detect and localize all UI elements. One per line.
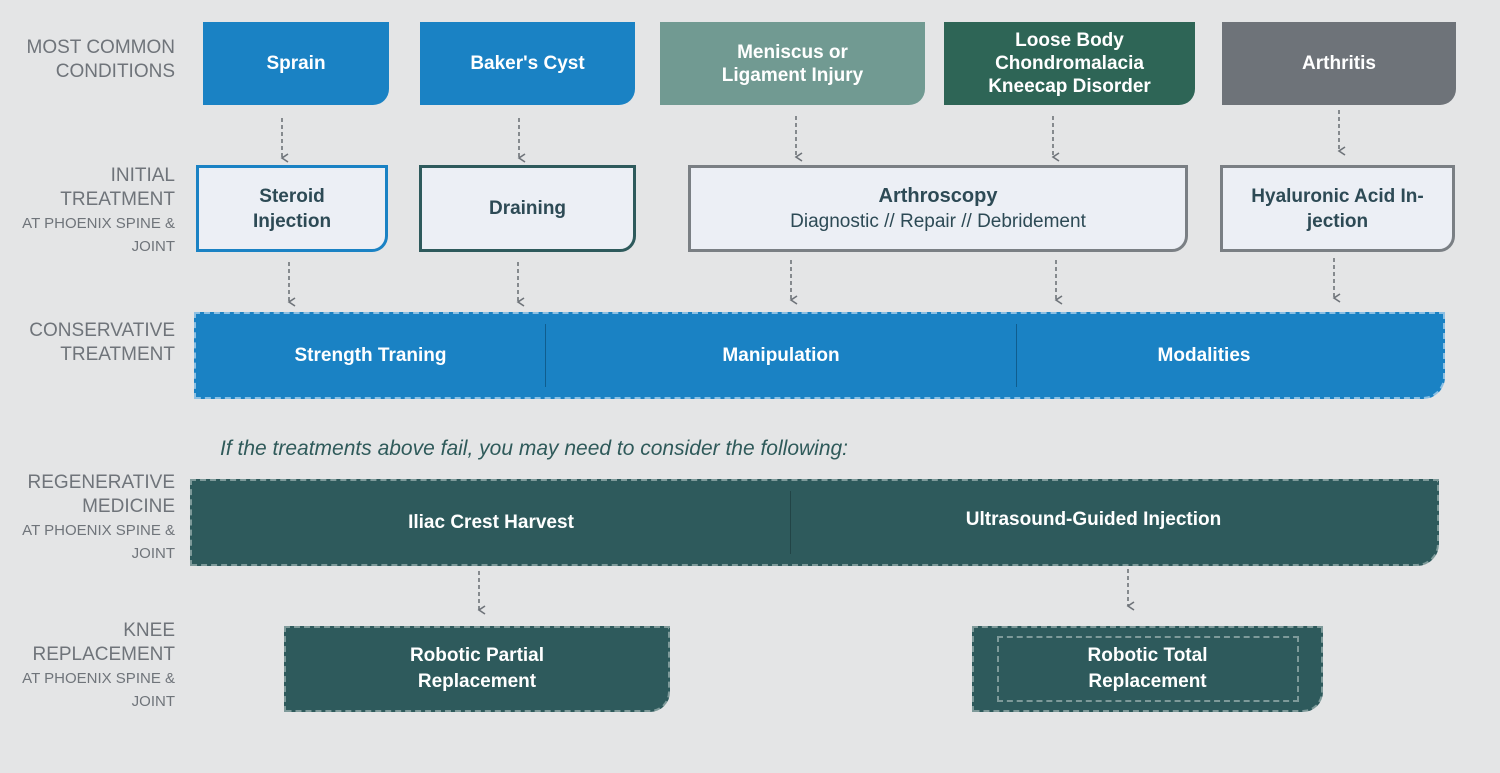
treatment-arthroscopy: Arthroscopy Diagnostic // Repair // Debr… <box>688 165 1188 252</box>
condition-label: Meniscus or Ligament Injury <box>721 41 864 86</box>
row-label-conditions: MOST COMMON CONDITIONS <box>27 36 175 84</box>
condition-label: Baker's Cyst <box>470 53 585 74</box>
treatment-label: Hyaluronic Acid In- jection <box>1251 185 1424 232</box>
conservative-cell: Manipulation <box>722 344 840 366</box>
condition-sprain: Sprain <box>203 22 389 105</box>
replacement-label: Robotic Total Replacement <box>1087 645 1208 692</box>
treatment-label: Draining <box>488 198 567 219</box>
replacement-robotic-total: Robotic Total Replacement <box>972 626 1323 712</box>
treatment-label: Steroid Injection <box>252 185 332 232</box>
treatment-draining: Draining <box>419 165 636 252</box>
condition-label: Sprain <box>266 53 326 74</box>
row-label-regenerative: REGENERATIVE MEDICINE AT PHOENIX SPINE &… <box>22 471 175 565</box>
row-label-main: MOST COMMON CONDITIONS <box>26 37 175 82</box>
row-label-main: KNEE REPLACEMENT <box>32 620 175 665</box>
treatment-hyaluronic-acid-injection: Hyaluronic Acid In- jection <box>1220 165 1455 252</box>
condition-bakers-cyst: Baker's Cyst <box>420 22 635 105</box>
row-label-initial: INITIAL TREATMENT AT PHOENIX SPINE & JOI… <box>22 164 175 258</box>
row-label-main: CONSERVATIVE TREATMENT <box>29 320 175 365</box>
regenerative-medicine-band: Iliac Crest Harvest Ultrasound-Guided In… <box>190 479 1439 566</box>
row-label-sub: AT PHOENIX SPINE & JOINT <box>22 670 175 710</box>
condition-label: Arthritis <box>1302 53 1376 74</box>
replacement-inner-frame: Robotic Total Replacement <box>996 636 1299 702</box>
replacement-label: Robotic Partial Replacement <box>409 645 545 692</box>
row-label-sub: AT PHOENIX SPINE & JOINT <box>22 215 175 255</box>
row-label-replacement: KNEE REPLACEMENT AT PHOENIX SPINE & JOIN… <box>22 619 175 713</box>
treatment-sub-label: Diagnostic // Repair // Debridement <box>790 210 1086 232</box>
regenerative-cell: Iliac Crest Harvest <box>408 511 574 533</box>
regenerative-cell: Ultrasound-Guided Injection <box>965 508 1222 530</box>
condition-meniscus-ligament-injury: Meniscus or Ligament Injury <box>660 22 925 105</box>
condition-label: Loose Body Chondromalacia Kneecap Disord… <box>988 30 1151 97</box>
condition-arthritis: Arthritis <box>1222 22 1456 105</box>
treatment-steroid-injection: Steroid Injection <box>196 165 388 252</box>
conservative-cell: Strength Traning <box>294 344 447 366</box>
row-label-sub: AT PHOENIX SPINE & JOINT <box>22 522 175 562</box>
divider <box>1016 324 1017 387</box>
divider <box>545 324 546 387</box>
condition-loose-body-chondromalacia-kneecap: Loose Body Chondromalacia Kneecap Disord… <box>944 22 1195 105</box>
divider <box>790 491 791 554</box>
row-label-conservative: CONSERVATIVE TREATMENT <box>29 319 175 367</box>
replacement-robotic-partial: Robotic Partial Replacement <box>284 626 670 712</box>
conservative-cell: Modalities <box>1157 344 1251 366</box>
fallback-note: If the treatments above fail, you may ne… <box>220 437 849 460</box>
conservative-treatment-band: Strength Traning Manipulation Modalities <box>194 312 1445 399</box>
row-label-main: REGENERATIVE MEDICINE <box>27 472 175 517</box>
treatment-label: Arthroscopy <box>878 184 998 207</box>
row-label-main: INITIAL TREATMENT <box>60 165 175 210</box>
